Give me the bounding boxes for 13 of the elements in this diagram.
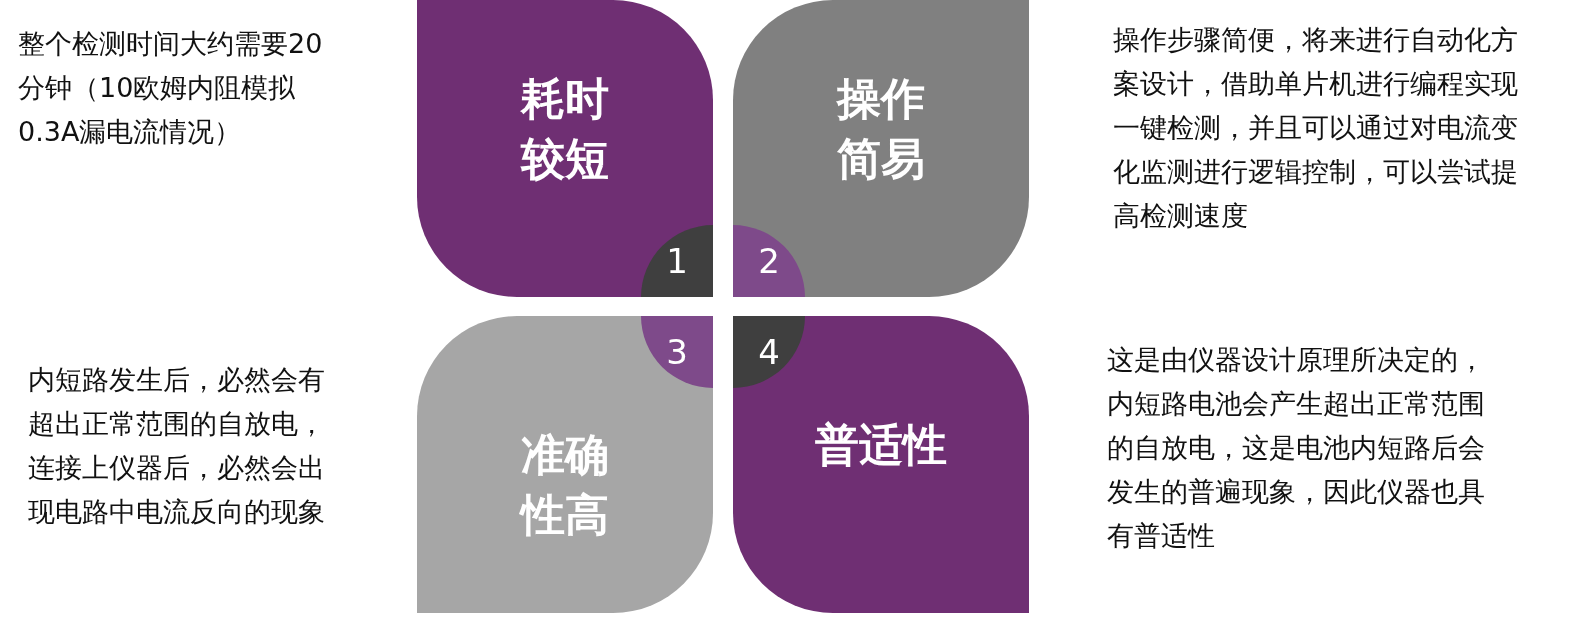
panel-title: 耗时较短 [519, 71, 610, 186]
leaf-shape-panel [417, 316, 713, 613]
leaf-shape-panel [417, 0, 713, 297]
description-text: 这是由仪器设计原理所决定的，内短路电池会产生超出正常范围的自放电，这是电池内短路后会发生的普遍现象，因此仪器也具有普适性 [1107, 343, 1486, 553]
leaf-shape-panel [733, 316, 1029, 613]
number-quarter-circle: 1 [641, 225, 713, 297]
panel-title: 普适性 [815, 417, 947, 472]
panel-title: 操作简易 [835, 71, 926, 186]
leaf-shape-panel [733, 0, 1029, 297]
panel-title: 准确性高 [518, 427, 610, 542]
description-text: 整个检测时间大约需要20分钟（10欧姆内阻模拟0.3A漏电流情况） [18, 27, 324, 149]
description-text: 内短路发生后，必然会有超出正常范围的自放电，连接上仪器后，必然会出现电路中电流反向的现象 [28, 363, 326, 529]
description-text: 操作步骤简便，将来进行自动化方案设计，借助单片机进行编程实现一键检测，并且可以通过对电流变化监测进行逻辑控制，可以尝试提高检测速度 [1113, 23, 1519, 233]
